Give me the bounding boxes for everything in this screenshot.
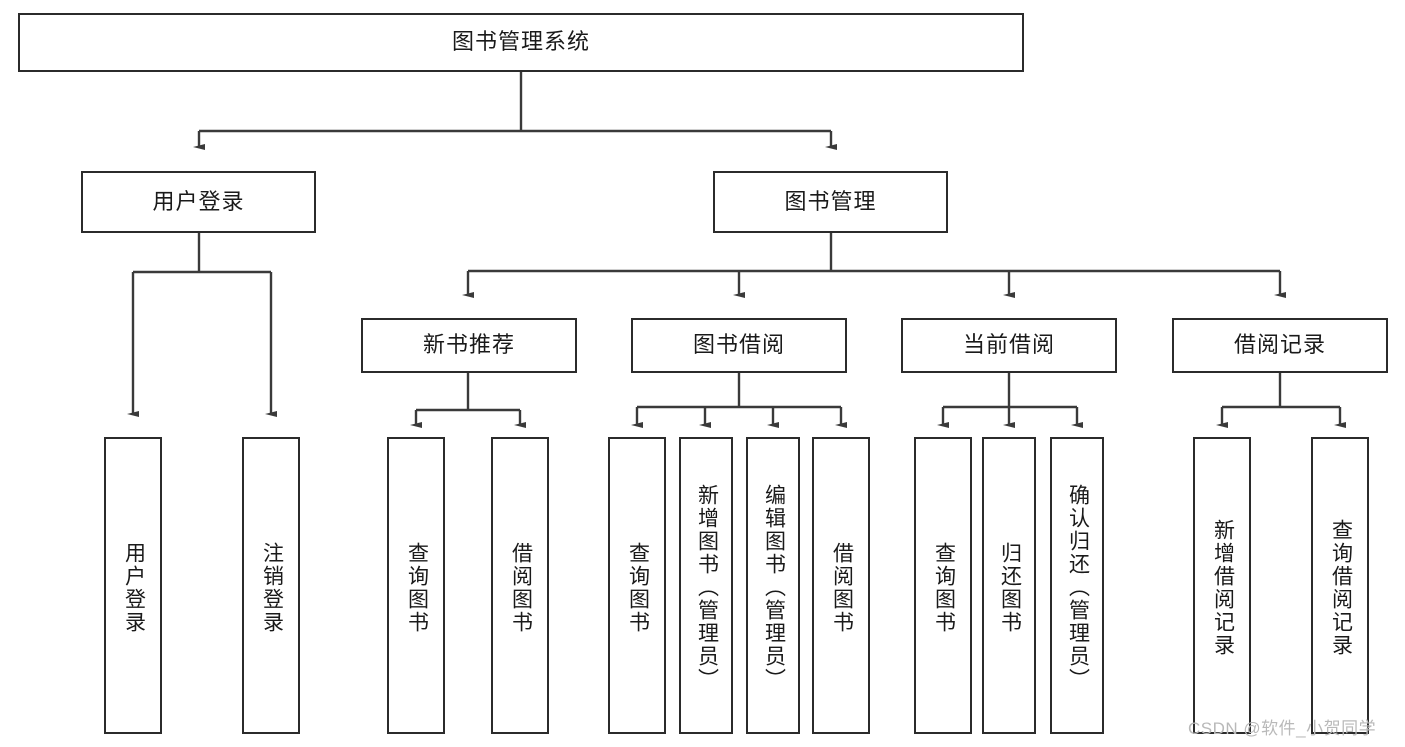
leaf-currentborrow-query-book-label: 查询图书: [932, 541, 956, 634]
leaf-borrowrecord-add-record-label: 新增借阅记录: [1211, 518, 1235, 657]
leaf-bookborrow-borrow-book-label: 借阅图书: [830, 541, 854, 634]
node-book-borrow[interactable]: 图书借阅: [631, 318, 847, 373]
leaf-bookborrow-add-book-label: 新增图书（管理员）: [695, 484, 719, 691]
leaf-bookborrow-query-book[interactable]: 查询图书: [608, 437, 666, 734]
node-root[interactable]: 图书管理系统: [18, 13, 1024, 72]
leaf-borrowrecord-query-record-label: 查询借阅记录: [1329, 518, 1353, 657]
leaf-user-login[interactable]: 用户登录: [104, 437, 162, 734]
leaf-currentborrow-return-book[interactable]: 归还图书: [982, 437, 1036, 734]
node-book-borrow-label: 图书借阅: [692, 332, 785, 358]
leaf-bookborrow-borrow-book[interactable]: 借阅图书: [812, 437, 870, 734]
node-new-book-recommend[interactable]: 新书推荐: [361, 318, 577, 373]
node-current-borrow-label: 当前借阅: [962, 332, 1055, 358]
node-user-login-label: 用户登录: [152, 188, 245, 214]
node-user-login[interactable]: 用户登录: [81, 171, 316, 233]
leaf-bookborrow-query-book-label: 查询图书: [626, 541, 650, 634]
leaf-bookborrow-add-book[interactable]: 新增图书（管理员）: [679, 437, 733, 734]
leaf-currentborrow-confirm-return-label: 确认归还（管理员）: [1066, 484, 1090, 691]
node-current-borrow[interactable]: 当前借阅: [901, 318, 1117, 373]
leaf-borrowrecord-query-record[interactable]: 查询借阅记录: [1311, 437, 1369, 734]
leaf-logout-label: 注销登录: [260, 541, 284, 634]
leaf-currentborrow-query-book[interactable]: 查询图书: [914, 437, 972, 734]
node-borrow-record-label: 借阅记录: [1233, 332, 1326, 358]
node-book-manage-label: 图书管理: [784, 188, 877, 214]
leaf-currentborrow-confirm-return[interactable]: 确认归还（管理员）: [1050, 437, 1104, 734]
node-book-manage[interactable]: 图书管理: [713, 171, 948, 233]
node-borrow-record[interactable]: 借阅记录: [1172, 318, 1388, 373]
leaf-newbook-query-book[interactable]: 查询图书: [387, 437, 445, 734]
leaf-logout[interactable]: 注销登录: [242, 437, 300, 734]
leaf-bookborrow-edit-book-label: 编辑图书（管理员）: [762, 484, 786, 691]
leaf-borrowrecord-add-record[interactable]: 新增借阅记录: [1193, 437, 1251, 734]
node-root-label: 图书管理系统: [451, 29, 590, 55]
leaf-currentborrow-return-book-label: 归还图书: [998, 541, 1022, 634]
leaf-bookborrow-edit-book[interactable]: 编辑图书（管理员）: [746, 437, 800, 734]
leaf-newbook-query-book-label: 查询图书: [405, 541, 429, 634]
node-new-book-recommend-label: 新书推荐: [422, 332, 515, 358]
leaf-newbook-borrow-book[interactable]: 借阅图书: [491, 437, 549, 734]
leaf-newbook-borrow-book-label: 借阅图书: [509, 541, 533, 634]
csdn-watermark: CSDN @软件_小贺同学: [1188, 719, 1377, 738]
leaf-user-login-label: 用户登录: [122, 541, 146, 634]
